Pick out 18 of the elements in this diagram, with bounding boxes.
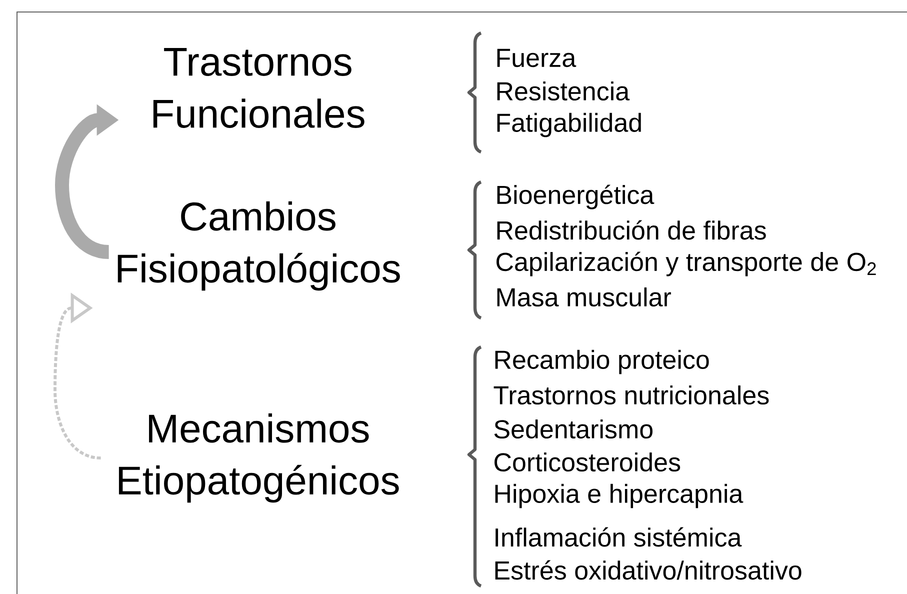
list-item: Recambio proteico — [495, 350, 709, 374]
list-item: Trastornos nutricionales — [494, 385, 769, 405]
list-item: Estrés oxidativo/nitrosativo — [495, 560, 802, 580]
heading-text: Mecanismos Etiopatogénicos — [118, 413, 399, 503]
list-item: Hipoxia e hipercapnia — [495, 484, 744, 508]
curved-arrow — [54, 292, 101, 460]
heading-text: Cambios Fisiopatológicos — [118, 201, 400, 291]
list-item: Redistribución de fibras — [497, 220, 766, 240]
list-item: Capilarización y transporte de O$_{2}$ — [496, 252, 876, 276]
list-item: Sedentarismo — [494, 419, 652, 439]
list-item: Resistencia — [497, 81, 630, 101]
list-item: Corticosteroides — [494, 452, 680, 472]
list-item: Fuerza — [497, 48, 576, 68]
heading-text: Trastornos Funcionales — [153, 48, 364, 128]
list-item: Bioenergética — [497, 184, 654, 210]
list-item: Masa muscular — [497, 287, 671, 307]
list-item: Inflamación sistémica — [496, 527, 742, 547]
list-item: Fatigabilidad — [497, 112, 641, 138]
